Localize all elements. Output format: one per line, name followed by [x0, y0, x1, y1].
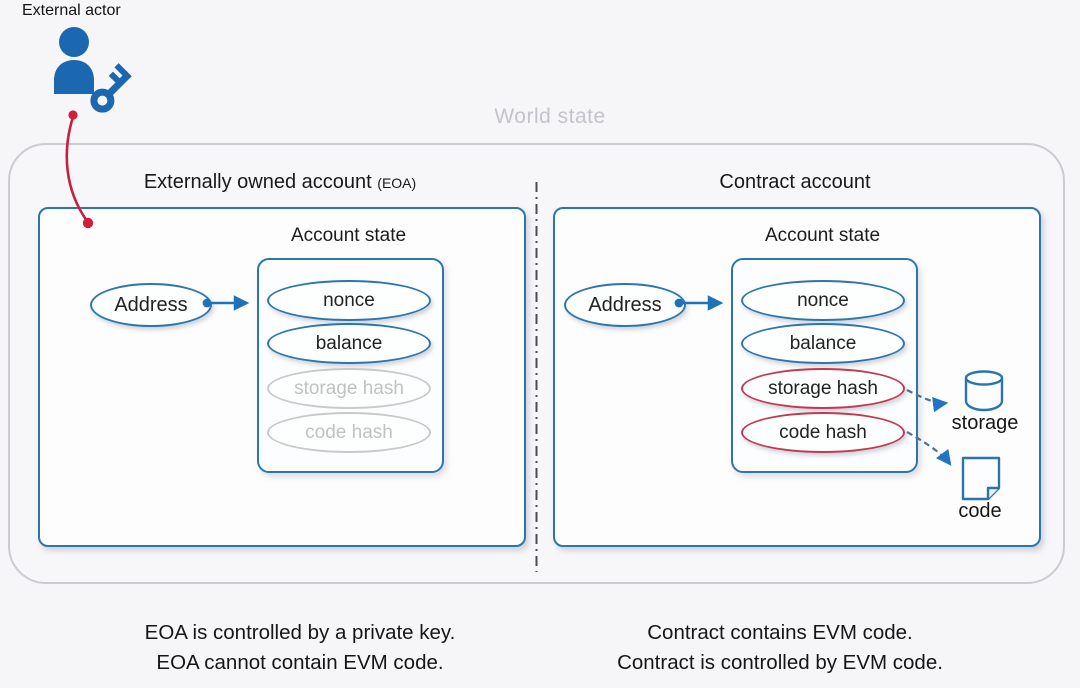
contract-address-label: Address	[588, 293, 662, 316]
contract-field-storage-hash: storage hash	[741, 368, 905, 409]
code-ref-label: code	[958, 500, 1002, 522]
eoa-heading-suffix: (EOA)	[377, 175, 417, 191]
key-icon	[90, 63, 132, 113]
eoa-heading: Externally owned account (EOA)	[38, 171, 522, 194]
eoa-address-ellipse: Address	[90, 283, 212, 327]
eoa-caption-line2: EOA cannot contain EVM code.	[156, 651, 444, 674]
contract-heading-text: Contract account	[719, 171, 871, 193]
eoa-caption-line1: EOA is controlled by a private key.	[144, 621, 456, 644]
person-icon	[54, 27, 94, 94]
contract-caption: Contract contains EVM code. Contract is …	[545, 618, 1015, 678]
storage-ref-label: storage	[951, 412, 1019, 434]
contract-field-code-hash: code hash	[741, 412, 905, 453]
external-actor-label: External actor	[22, 2, 121, 19]
world-state-title: World state	[494, 105, 606, 128]
contract-caption-line2: Contract is controlled by EVM code.	[617, 651, 943, 674]
eoa-address-label: Address	[114, 293, 188, 316]
eoa-field-nonce: nonce	[267, 280, 431, 321]
database-cylinder-icon	[964, 370, 1004, 412]
eoa-field-storage-hash: storage hash	[267, 368, 431, 409]
contract-address-ellipse: Address	[564, 283, 686, 327]
contract-field-balance: balance	[741, 323, 905, 364]
eoa-field-code-hash: code hash	[267, 412, 431, 453]
contract-account-state-title: Account state	[764, 225, 881, 246]
contract-field-nonce: nonce	[741, 280, 905, 321]
document-icon	[961, 456, 1001, 501]
contract-heading: Contract account	[553, 171, 1037, 194]
eoa-caption: EOA is controlled by a private key. EOA …	[60, 618, 540, 678]
eoa-account-state-title: Account state	[290, 225, 407, 246]
contract-caption-line1: Contract contains EVM code.	[647, 621, 913, 644]
eoa-heading-text: Externally owned account	[143, 171, 372, 193]
eoa-field-balance: balance	[267, 323, 431, 364]
